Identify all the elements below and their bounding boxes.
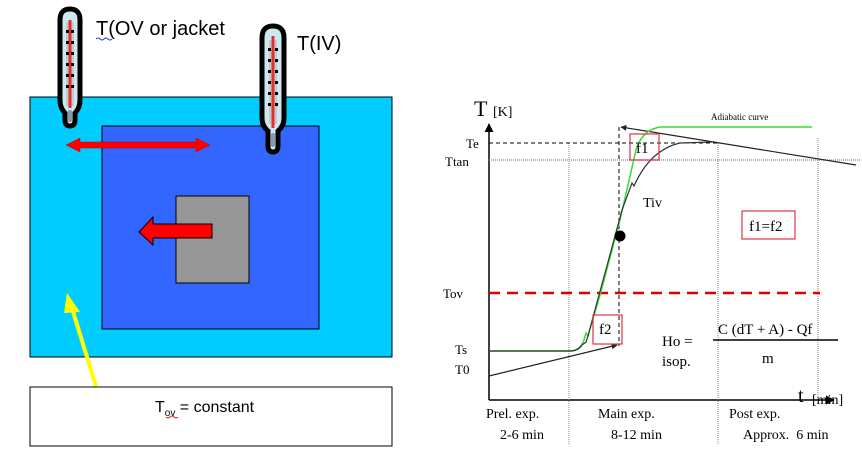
phase-prel-duration: 2-6 min [500,428,544,443]
y-label-t0: T0 [455,362,469,377]
phase-labels: Prel. exp. 2-6 min Main exp. 8-12 min Po… [486,407,829,443]
f1-area-box [629,133,660,161]
equality-box [741,210,796,240]
constant-label-subscript: ov [165,408,176,419]
formula-denominator: m [762,351,774,367]
heat-exchange-double-arrow [65,137,211,153]
thermometer-iv-icon [259,23,287,155]
y-axis-unit: [K] [493,105,512,120]
phase-main-name: Main exp. [598,407,655,422]
x-axis-unit: [min] [812,393,843,408]
sample-box [175,195,250,284]
thermometer-ov-label: T(OV or jacket [96,18,225,40]
spellcheck-underline-red [165,415,179,419]
x-axis-title: t [798,385,804,407]
y-label-tov: Tov [443,286,464,301]
adiabatic-curve-label: Adiabatic curve [711,112,768,122]
y-label-ttan: Ttan [445,154,469,169]
phase-main-duration: 8-12 min [611,428,662,443]
constant-label-box [29,386,393,447]
y-label-te: Te [466,136,479,151]
heat-flow-arrow [138,215,213,247]
y-axis-title: T [474,96,488,121]
y-label-ts: Ts [455,342,467,357]
tiv-curve [489,141,713,352]
phase-prel-name: Prel. exp. [486,407,539,422]
calorimeter-diagram: T(OV or jacket T(IV) Tov = constant [29,6,393,447]
phase-post-duration: Approx. 6 min [743,428,829,443]
midpoint-dot [614,230,626,242]
equality-label: f1=f2 [749,219,782,235]
enthalpy-formula: Ho = isop. C (dT + A) - Qf m [662,322,838,370]
f2-area-box [592,314,623,345]
f1-label: f1 [636,141,649,157]
thermometer-iv-label: T(IV) [297,33,341,55]
thermometer-ov-icon [57,6,83,129]
post-period-extrapolation [620,124,857,166]
constant-label-t: T [155,399,165,416]
constant-label-rest: = constant [175,399,254,416]
formula-numerator: C (dT + A) - Qf [718,322,812,338]
calorimetry-chart: T [K] t [min] Te Ttan Tov Ts T0 [443,96,860,444]
spellcheck-underline [95,37,113,41]
constant-label: Tov = constant [155,399,255,419]
formula-lhs-line2: isop. [662,354,691,370]
formula-lhs-line1: Ho = [662,334,693,350]
tiv-label: Tiv [643,196,662,211]
f2-label: f2 [599,322,612,338]
pre-period-extrapolation [488,343,618,377]
phase-post-name: Post exp. [729,407,780,422]
